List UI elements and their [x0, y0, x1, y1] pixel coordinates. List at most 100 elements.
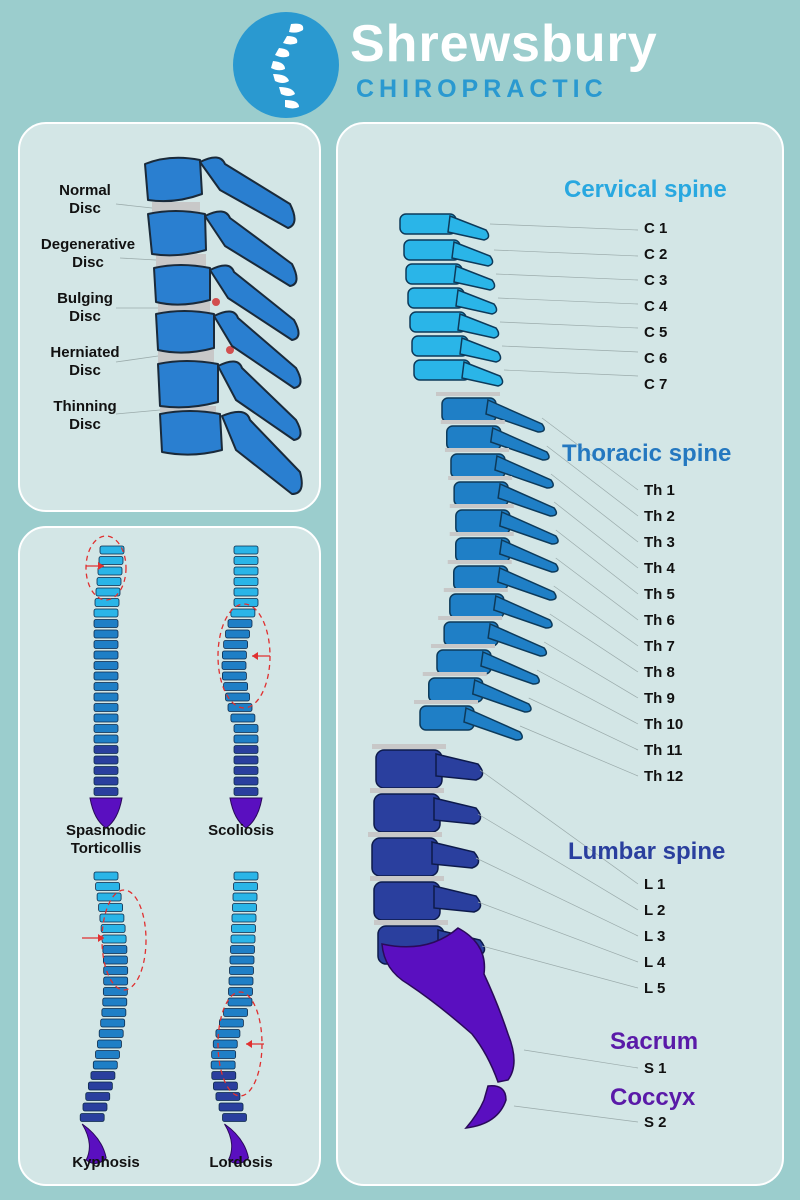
lumbar-process	[433, 797, 482, 825]
segment-label: S 1	[644, 1060, 667, 1077]
vertebra	[233, 787, 259, 796]
spine-conditions-illustration	[79, 535, 271, 1164]
vertebra	[93, 692, 119, 702]
segment-label: Th 2	[644, 508, 675, 525]
disc	[430, 644, 495, 648]
segment-label: Th 8	[644, 664, 675, 681]
vertebra	[95, 587, 121, 597]
vertebra	[98, 903, 123, 912]
vertebra	[93, 755, 119, 765]
condition-label-scoliosis: Scoliosis	[208, 822, 274, 839]
brand-subtitle: CHIROPRACTIC	[356, 75, 608, 103]
disc-label-bulging: Bulging Disc	[57, 290, 113, 325]
disc	[444, 448, 509, 452]
vertebra	[93, 650, 119, 660]
disc	[449, 504, 514, 508]
segment-label: C 7	[644, 376, 668, 393]
vertebra	[218, 1102, 244, 1112]
disc	[370, 876, 444, 881]
leader-line	[477, 901, 639, 963]
leader-line	[475, 857, 639, 937]
cervical-process	[453, 264, 496, 291]
vertebra	[82, 1102, 108, 1112]
arrowhead	[98, 934, 104, 942]
vertebra	[212, 1039, 238, 1049]
lumbar-vertebra	[373, 793, 441, 833]
cervical-process	[455, 288, 498, 315]
vertebra	[93, 745, 119, 754]
spine-anatomy-panel: Cervical spine Thoracic spine Lumbar spi…	[336, 122, 784, 1186]
vertebra	[233, 755, 259, 765]
cervical-process	[447, 214, 490, 241]
vertebra	[93, 724, 119, 733]
disc	[370, 788, 444, 793]
segment-label: L 3	[644, 928, 666, 945]
vertebra	[99, 545, 125, 555]
vertebra	[92, 1060, 118, 1070]
vertebra	[211, 1050, 237, 1059]
leader-line	[555, 557, 639, 621]
leader-line	[477, 813, 639, 911]
disc-illustration	[115, 156, 303, 495]
disc-label-herniated: Herniated Disc	[50, 344, 120, 379]
vertebra	[103, 955, 128, 965]
vertebra	[233, 724, 259, 733]
leader-line	[499, 321, 639, 329]
disc	[422, 672, 487, 676]
leader-line	[519, 725, 639, 777]
leader-line	[553, 585, 639, 647]
segment-label: L 5	[644, 980, 666, 997]
vertebra	[233, 734, 259, 744]
thoracic-process	[498, 538, 559, 573]
vertebra	[230, 934, 256, 944]
cervical-process	[459, 336, 502, 363]
vertebra	[232, 892, 258, 902]
lumbar-vertebra	[375, 749, 443, 789]
disc	[374, 920, 448, 925]
segment-label: C 6	[644, 350, 668, 367]
vertebra	[233, 577, 259, 586]
vertebra	[93, 608, 119, 618]
thoracic-process	[494, 454, 554, 489]
leader-line	[528, 697, 639, 751]
vertebra	[97, 566, 123, 576]
thoracic-process	[493, 594, 553, 629]
vertebra	[233, 566, 259, 576]
segment-label: C 1	[644, 220, 668, 237]
leader-line	[555, 529, 639, 595]
leader-line	[543, 641, 639, 699]
disc	[368, 832, 442, 837]
leader-line	[550, 473, 639, 543]
vertebra	[233, 556, 259, 565]
lumbar-process	[433, 885, 482, 913]
segment-label: C 4	[644, 298, 668, 315]
segment-label: C 3	[644, 272, 668, 289]
disc	[438, 616, 503, 620]
vertebra	[93, 734, 119, 744]
vertebra	[93, 629, 119, 639]
thoracic-process	[499, 510, 559, 545]
vertebra	[96, 892, 122, 902]
vertebra	[102, 945, 128, 954]
vertebra	[230, 713, 256, 723]
vertebra	[85, 1092, 111, 1101]
segment-label: Th 11	[644, 742, 683, 759]
thoracic-process	[489, 426, 550, 461]
lumbar-process	[435, 753, 484, 781]
vertebra	[94, 598, 120, 607]
vertebra	[93, 713, 119, 723]
cervical-process	[461, 360, 504, 387]
arrowhead	[252, 652, 258, 660]
condition-label-torticollis: Spasmodic Torticollis	[65, 822, 147, 857]
spine-illustration	[368, 213, 639, 1129]
vertebra	[98, 556, 124, 565]
vertebra	[87, 1081, 113, 1091]
vertebra	[233, 545, 259, 555]
sacrum-bone	[381, 927, 515, 1083]
vertebra	[227, 619, 253, 628]
vertebra	[95, 882, 120, 891]
sacrum-bone	[229, 797, 263, 829]
segment-label: Th 9	[644, 690, 675, 707]
leader-line	[546, 445, 639, 517]
leader-line	[495, 273, 639, 281]
